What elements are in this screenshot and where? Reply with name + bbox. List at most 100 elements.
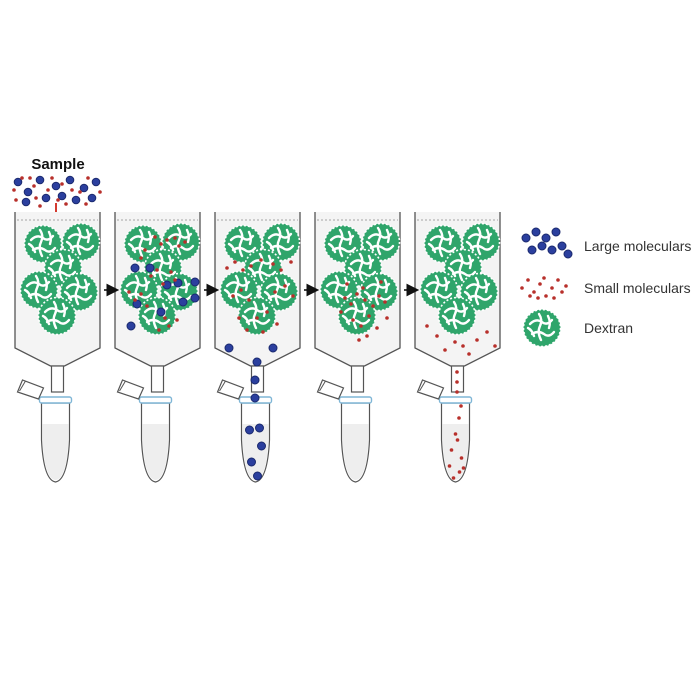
small-molecule [383, 300, 387, 304]
small-molecule [457, 416, 461, 420]
small-molecule [544, 294, 548, 298]
small-molecule [143, 248, 147, 252]
large-molecule [79, 183, 89, 193]
large-molecule [250, 393, 260, 403]
cap-edge [19, 380, 26, 392]
large-molecule [268, 343, 278, 353]
small-molecule [351, 318, 355, 322]
small-molecule [343, 296, 347, 300]
large-molecule [126, 321, 136, 331]
small-molecule [161, 282, 165, 286]
large-molecule [23, 187, 33, 197]
cap-edge [119, 380, 126, 392]
column-outlet [350, 365, 365, 393]
large-molecule [190, 293, 200, 303]
small-molecule [443, 348, 447, 352]
small-molecule [453, 340, 457, 344]
small-molecule [245, 328, 249, 332]
small-molecule [273, 290, 277, 294]
small-molecule [149, 274, 153, 278]
small-molecule [231, 294, 235, 298]
small-molecule [157, 328, 161, 332]
tube-cap [316, 379, 345, 400]
small-molecule [367, 314, 371, 318]
column-outlet [450, 365, 465, 393]
small-molecule [536, 296, 540, 300]
small-molecule [375, 326, 379, 330]
small-molecule [349, 302, 353, 306]
small-molecule [60, 182, 64, 186]
small-molecule [225, 266, 229, 270]
small-molecule [50, 176, 54, 180]
sample-mixture [12, 175, 102, 208]
small-molecule [365, 334, 369, 338]
small-molecule [355, 292, 359, 296]
large-molecule [224, 343, 234, 353]
small-molecule [153, 235, 157, 239]
small-molecule [461, 466, 466, 470]
small-molecule [453, 432, 458, 436]
small-molecule [127, 290, 131, 294]
small-molecule [447, 464, 452, 468]
small-molecule [167, 324, 171, 328]
small-molecule [528, 294, 532, 298]
small-molecule [183, 240, 187, 244]
small-molecule [455, 438, 460, 442]
small-molecule [86, 176, 90, 180]
small-molecule [461, 344, 465, 348]
large-molecule [13, 177, 23, 187]
large-molecule [250, 375, 260, 385]
small-molecule [155, 268, 159, 272]
small-molecule [247, 298, 251, 302]
small-molecule [173, 236, 177, 240]
small-molecule [159, 242, 163, 246]
dextran-bead [137, 296, 177, 336]
tube-rim [38, 396, 73, 404]
large-molecule [541, 233, 551, 243]
small-molecule [239, 288, 243, 292]
tube-rim [438, 396, 473, 404]
small-molecule [78, 190, 82, 194]
small-molecule [279, 268, 283, 272]
small-molecule [459, 456, 464, 460]
small-molecule [34, 196, 38, 200]
collection-tube [416, 379, 473, 483]
small-molecule [20, 176, 24, 180]
small-molecule [455, 390, 459, 394]
tube-liquid [42, 424, 69, 480]
small-molecule [459, 404, 463, 408]
large-molecule [547, 245, 557, 255]
small-molecule [357, 338, 361, 342]
large-molecule [145, 263, 155, 273]
small-molecule [255, 316, 259, 320]
small-molecule [552, 296, 556, 300]
large-molecule [527, 245, 537, 255]
small-molecule [457, 470, 462, 474]
small-molecule [271, 262, 275, 266]
tube-cap [216, 379, 245, 400]
column-stage-1 [14, 212, 101, 483]
cap-edge [319, 380, 326, 392]
tube-rim [138, 396, 173, 404]
tube-cap [16, 379, 45, 400]
small-molecule [361, 286, 365, 290]
small-molecule [237, 316, 241, 320]
small-molecule [455, 380, 459, 384]
small-molecule [455, 370, 459, 374]
small-molecule [385, 316, 389, 320]
column-outlet [50, 365, 65, 393]
small-molecule [345, 282, 349, 286]
large-molecule [563, 249, 573, 259]
small-molecule [70, 188, 74, 192]
small-molecule [84, 202, 88, 206]
large-molecule [35, 175, 45, 185]
small-molecule [377, 294, 381, 298]
small-molecule [435, 334, 439, 338]
small-molecule [339, 310, 343, 314]
legend-dextran-icon [522, 308, 562, 348]
small-molecule [133, 298, 137, 302]
large-molecule [87, 193, 97, 203]
large-molecule [551, 227, 561, 237]
small-molecule [32, 184, 36, 188]
